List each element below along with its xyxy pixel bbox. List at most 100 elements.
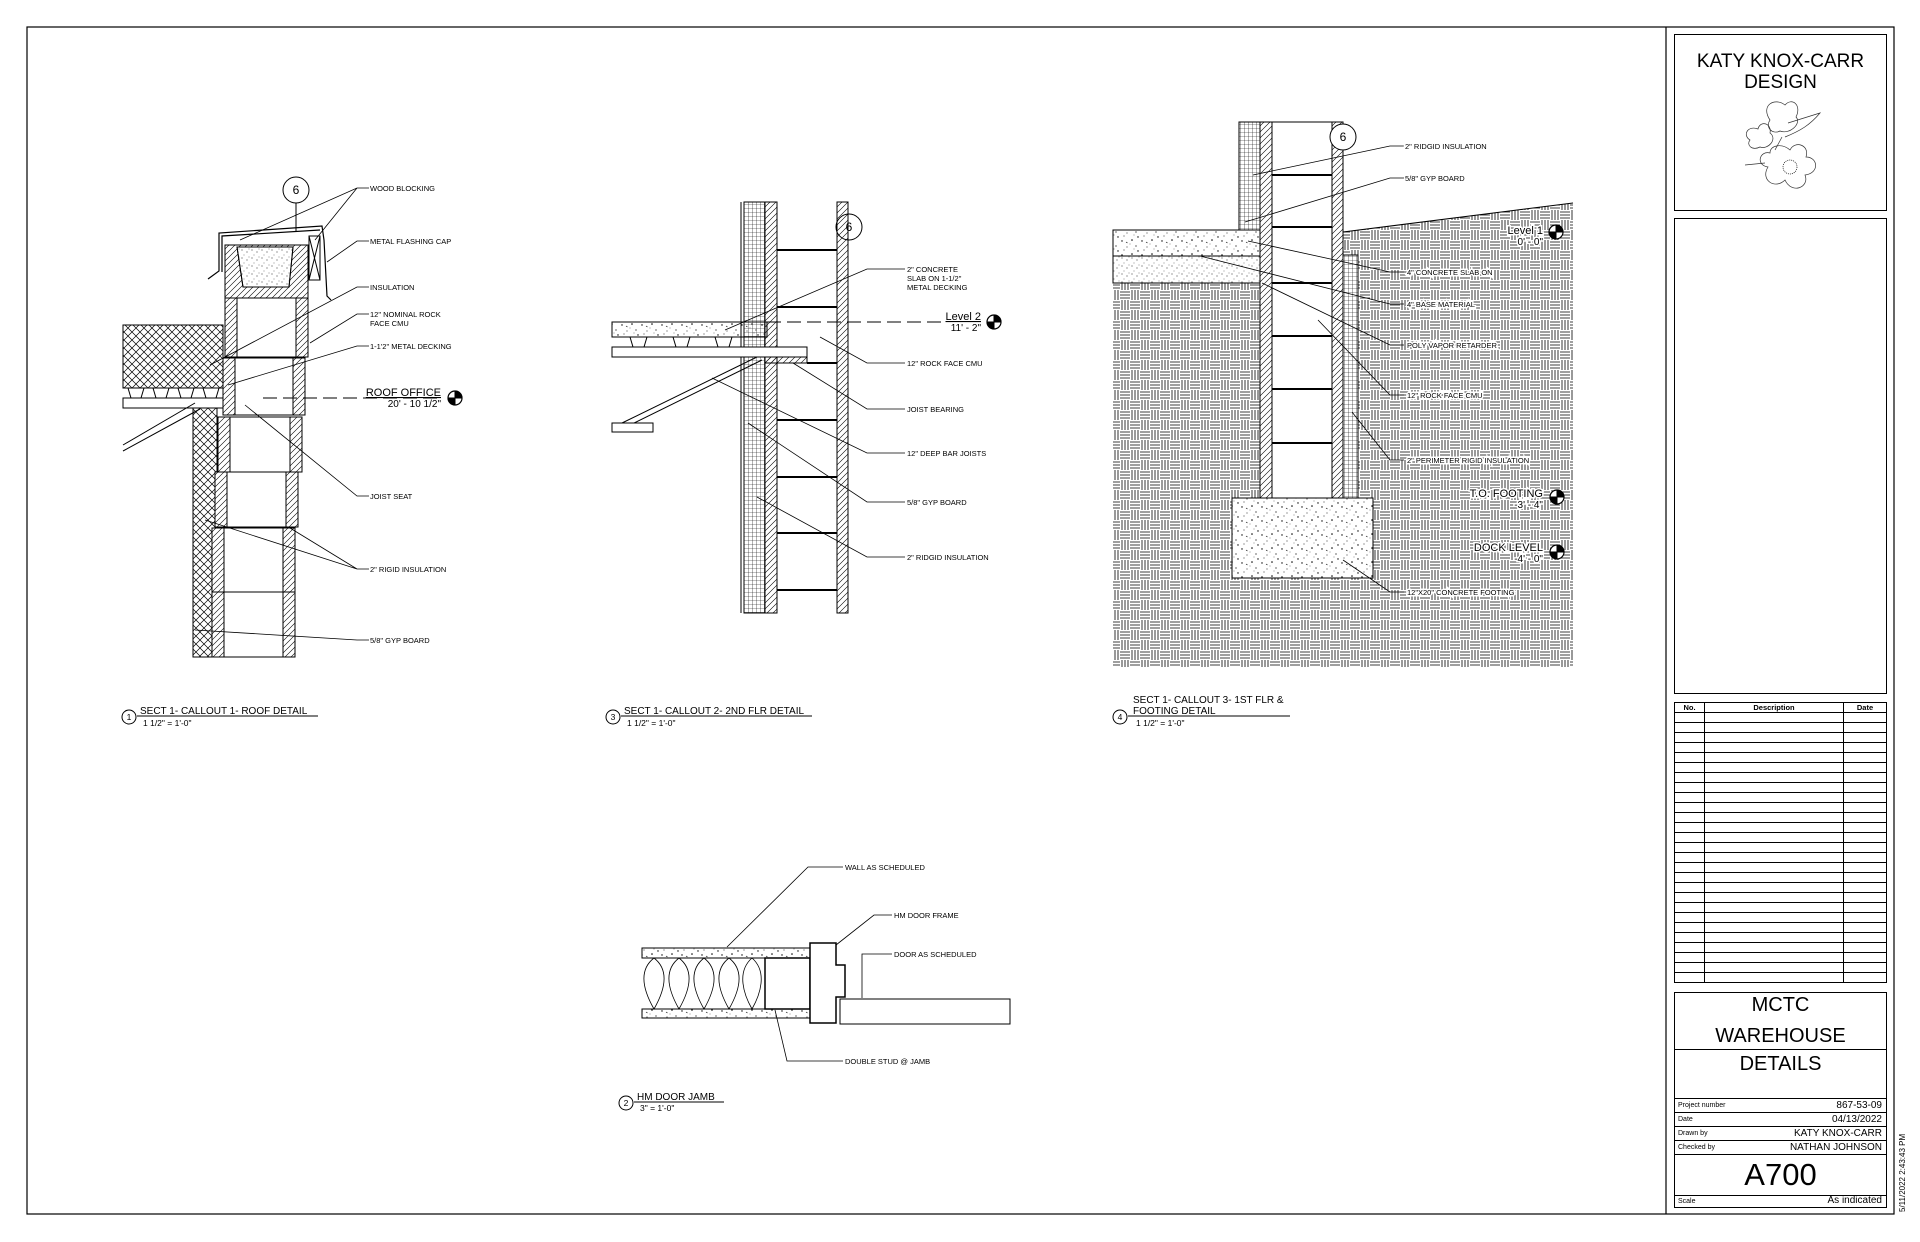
revision-row: [1674, 942, 1887, 953]
revision-cell: [1704, 902, 1844, 913]
revision-cell: [1704, 752, 1844, 763]
revision-row: [1674, 952, 1887, 963]
revision-row: [1674, 872, 1887, 883]
detail-number: 2: [624, 1098, 629, 1108]
revision-row: [1674, 932, 1887, 943]
callout-label: 12" DEEP BAR JOISTS: [907, 449, 986, 458]
revision-cell: [1704, 952, 1844, 963]
metal-deck: [123, 387, 223, 399]
batt-insulation: [643, 957, 762, 1010]
callout-label: METAL FLASHING CAP: [370, 237, 451, 246]
cmu-blocks: [211, 297, 309, 658]
door-jamb-detail[interactable]: [641, 866, 1011, 1062]
detail-title: FOOTING DETAIL: [1133, 706, 1216, 717]
roof-detail[interactable]: [122, 176, 463, 658]
revision-cell: [1674, 972, 1705, 983]
scale-label: Scale: [1678, 1198, 1696, 1205]
revision-cell: [1704, 792, 1844, 803]
section-tag: 6: [293, 183, 300, 197]
revision-row: [1674, 772, 1887, 783]
revision-cell: [1674, 892, 1705, 903]
callout-label: 12" ROCK FACE CMU: [1407, 391, 1483, 400]
detail-title: HM DOOR JAMB: [637, 1092, 715, 1103]
detail-number: 4: [1118, 712, 1123, 722]
project-title-line: MCTC: [1751, 994, 1810, 1016]
level-elevation: 0' - 0": [1518, 237, 1544, 248]
revision-cell: [1704, 812, 1844, 823]
cmu-face: [836, 201, 849, 614]
firm-logo-box: KATY KNOX-CARR DESIGN: [1674, 34, 1887, 211]
revision-cell: [1843, 712, 1887, 723]
firm-name: KATY KNOX-CARR: [1696, 51, 1865, 72]
callout-label: DOOR AS SCHEDULED: [894, 950, 977, 959]
revision-cell: [1674, 742, 1705, 753]
callout-label: 2" PERIMETER RIGID INSULATION: [1407, 456, 1529, 465]
revision-cell: [1843, 952, 1887, 963]
cmu-face: [1259, 121, 1273, 499]
level-elevation: 20' - 10 1/2": [388, 399, 442, 410]
revision-row: [1674, 862, 1887, 873]
concrete-slab: [611, 321, 768, 338]
revision-cell: [1704, 912, 1844, 923]
flower-logo-icon: [1744, 101, 1822, 189]
revision-cell: [1704, 832, 1844, 843]
callout-label: 12" NOMINAL ROCK: [370, 310, 441, 319]
level-marker-icon: [447, 390, 463, 406]
section-tag-circle: [835, 213, 863, 241]
revision-cell: [1704, 742, 1844, 753]
revision-cell: [1843, 882, 1887, 893]
revision-row: [1674, 882, 1887, 893]
joist-bearing-plate: [764, 356, 808, 364]
revision-row: [1674, 752, 1887, 763]
revision-cell: [1843, 922, 1887, 933]
revision-cell: [1674, 722, 1705, 733]
cmu-webs: [777, 249, 837, 591]
cmu-face: [764, 201, 778, 614]
level-name: ROOF OFFICE: [366, 387, 441, 399]
level-elevation: -3' - 4": [1514, 500, 1543, 511]
callout-label: HM DOOR FRAME: [894, 911, 959, 920]
callout-label: 1-1'2" METAL DECKING: [370, 342, 452, 351]
revision-row: [1674, 902, 1887, 913]
revision-cell: [1843, 802, 1887, 813]
revision-table: No. Description Date: [1674, 702, 1887, 983]
revision-cell: [1843, 862, 1887, 873]
revision-row: [1674, 832, 1887, 843]
revision-cell: [1674, 842, 1705, 853]
joist-top-chord: [611, 346, 808, 358]
revision-cell: [1704, 732, 1844, 743]
scale-value: As indicated: [1827, 1195, 1882, 1206]
revision-cell: [1674, 912, 1705, 923]
callout-label: 2" RIDGID INSULATION: [1405, 142, 1487, 151]
detail-title: SECT 1- CALLOUT 2- 2ND FLR DETAIL: [624, 706, 804, 717]
revision-cell: [1674, 872, 1705, 883]
revision-cell: [1674, 802, 1705, 813]
revision-row: [1674, 962, 1887, 973]
revision-cell: [1704, 862, 1844, 873]
revision-row: [1674, 812, 1887, 823]
project-title-line: WAREHOUSE: [1715, 1025, 1846, 1047]
detail-scale: 3" = 1'-0": [640, 1103, 674, 1113]
revision-cell: [1704, 882, 1844, 893]
detail-scale: 1 1/2" = 1'-0": [1136, 718, 1185, 728]
revision-row: [1674, 782, 1887, 793]
cmu-core: [1259, 121, 1344, 499]
floor2-detail[interactable]: [611, 201, 1002, 614]
revision-cell: [1843, 892, 1887, 903]
door-leaf: [839, 998, 1011, 1025]
detail-number-circle: [605, 709, 621, 725]
detail-scale: 1 1/2" = 1'-0": [143, 718, 192, 728]
level-marker-icon: [1549, 544, 1565, 560]
revision-cell: [1674, 712, 1705, 723]
revision-cell: [1674, 822, 1705, 833]
footing-detail[interactable]: [1112, 121, 1574, 667]
level-elevation: -4' - 0": [1514, 554, 1543, 565]
callout-label: POLY VAPOR RETARDER: [1407, 341, 1497, 350]
revision-cell: [1843, 822, 1887, 833]
roof-detail-text: 6 WOOD BLOCKING METAL FLASHING CAP INSUL…: [121, 183, 452, 728]
revision-cell: [1674, 792, 1705, 803]
revision-cell: [1843, 932, 1887, 943]
section-tag: 6: [1340, 130, 1347, 144]
detail-number: 3: [611, 712, 616, 722]
